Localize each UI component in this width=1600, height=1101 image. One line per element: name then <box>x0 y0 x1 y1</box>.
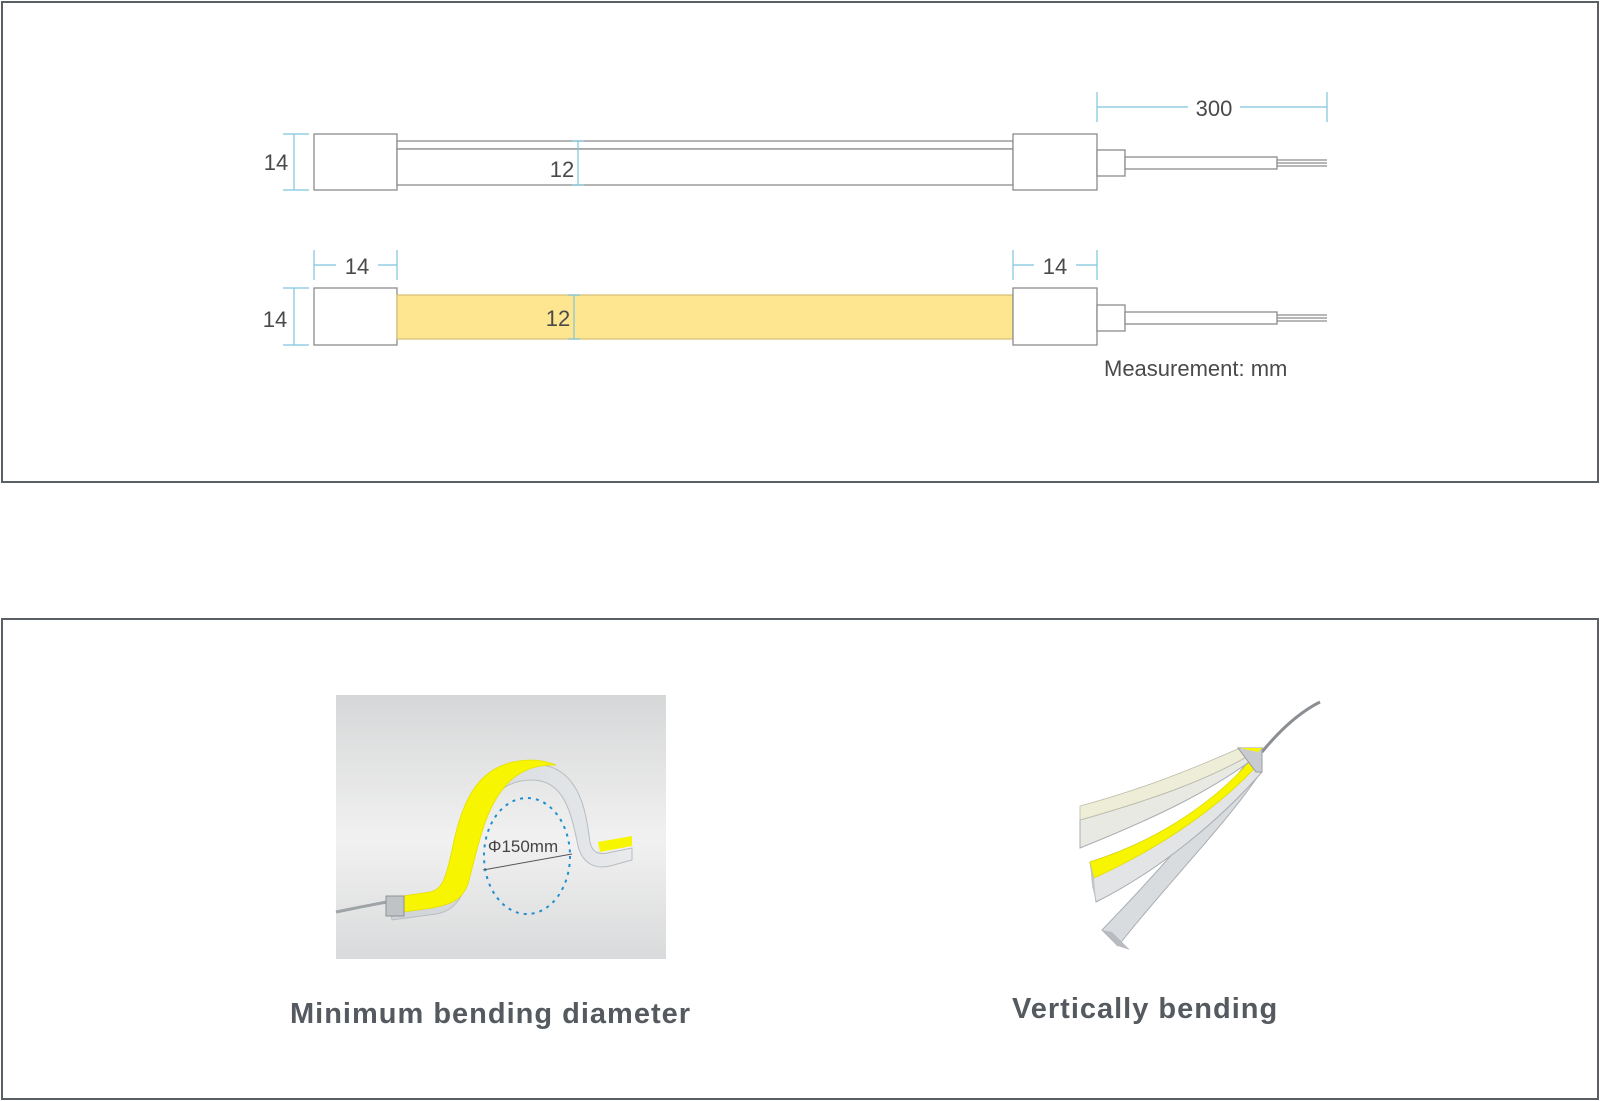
dimension-14-right-width <box>1012 250 1098 280</box>
min-bend-diameter-label: Φ150mm <box>488 837 558 856</box>
led-emitting-face <box>396 294 1014 340</box>
dimension-14-height-bottom-label: 14 <box>263 307 287 332</box>
dimension-12-top <box>572 140 584 186</box>
cable-front <box>1124 311 1278 325</box>
dimension-14-height-top <box>283 133 309 191</box>
measurement-unit-note: Measurement: mm <box>1104 356 1287 381</box>
cable-gland <box>1096 149 1126 177</box>
dimension-drawing-panel <box>1 1 1599 483</box>
dimension-12-bottom <box>568 294 580 340</box>
right-end-cap <box>1012 133 1098 191</box>
front-view <box>313 287 1327 346</box>
profile-top-strip <box>396 140 1014 150</box>
dimension-14-right-width-label: 14 <box>1043 254 1067 279</box>
cable-gland-front <box>1096 304 1126 332</box>
min-bend-photo: Φ150mm <box>335 695 666 959</box>
left-end-cap-front <box>313 287 398 346</box>
dimension-14-height-top-label: 14 <box>264 150 288 175</box>
dimension-12-top-label: 12 <box>550 157 574 182</box>
dimension-14-left-width <box>313 250 398 280</box>
min-bend-caption: Minimum bending diameter <box>290 998 692 1030</box>
vertical-bend-caption: Vertically bending <box>1012 993 1279 1025</box>
dimension-300-label: 300 <box>1196 96 1233 121</box>
dimension-14-left-width-label: 14 <box>345 254 369 279</box>
side-view <box>313 133 1327 191</box>
dimension-12-bottom-label: 12 <box>546 306 570 331</box>
dimension-14-height-bottom <box>283 287 309 346</box>
right-end-cap-front <box>1012 287 1098 346</box>
profile-body <box>396 148 1014 186</box>
vertical-bend-photo <box>1079 700 1321 950</box>
bending-photos-panel <box>1 618 1599 1100</box>
cable <box>1124 156 1278 170</box>
left-end-cap <box>313 133 398 191</box>
dimension-300 <box>1096 92 1328 122</box>
